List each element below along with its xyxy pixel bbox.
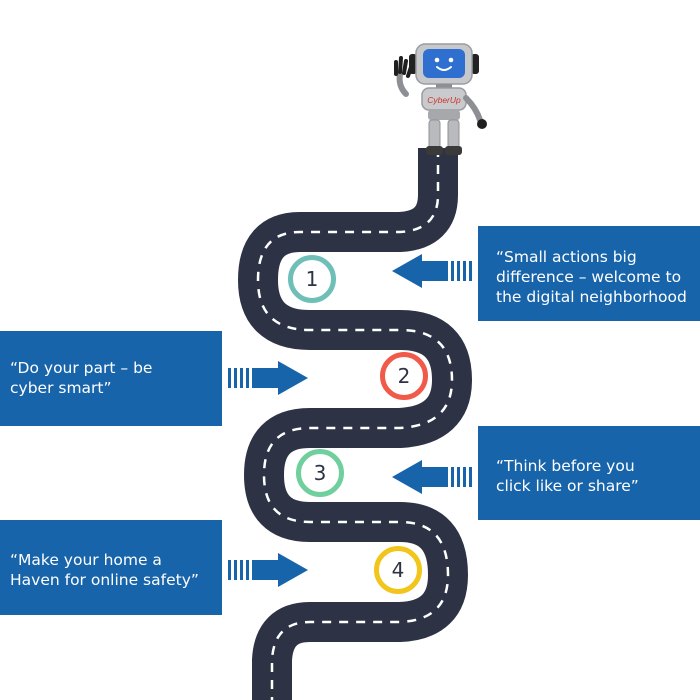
step-marker-4: 4 <box>374 546 422 594</box>
callout-box-1: “Small actions big difference – welcome … <box>478 226 700 321</box>
mascot-badge: CyberUp <box>427 95 461 105</box>
arrow-right-icon <box>228 361 308 395</box>
arrow-right-icon <box>228 553 308 587</box>
robot-mascot-icon: CyberUp <box>394 43 487 155</box>
step-marker-2: 2 <box>380 352 428 400</box>
step-marker-3: 3 <box>296 449 344 497</box>
step-marker-1: 1 <box>288 255 336 303</box>
arrow-left-icon <box>392 254 472 288</box>
callout-box-4: “Make your home a Haven for online safet… <box>0 520 222 615</box>
arrow-left-icon <box>392 460 472 494</box>
callout-box-2: “Do your part – be cyber smart” <box>0 331 222 426</box>
callout-box-3: “Think before you click like or share” <box>478 426 700 520</box>
